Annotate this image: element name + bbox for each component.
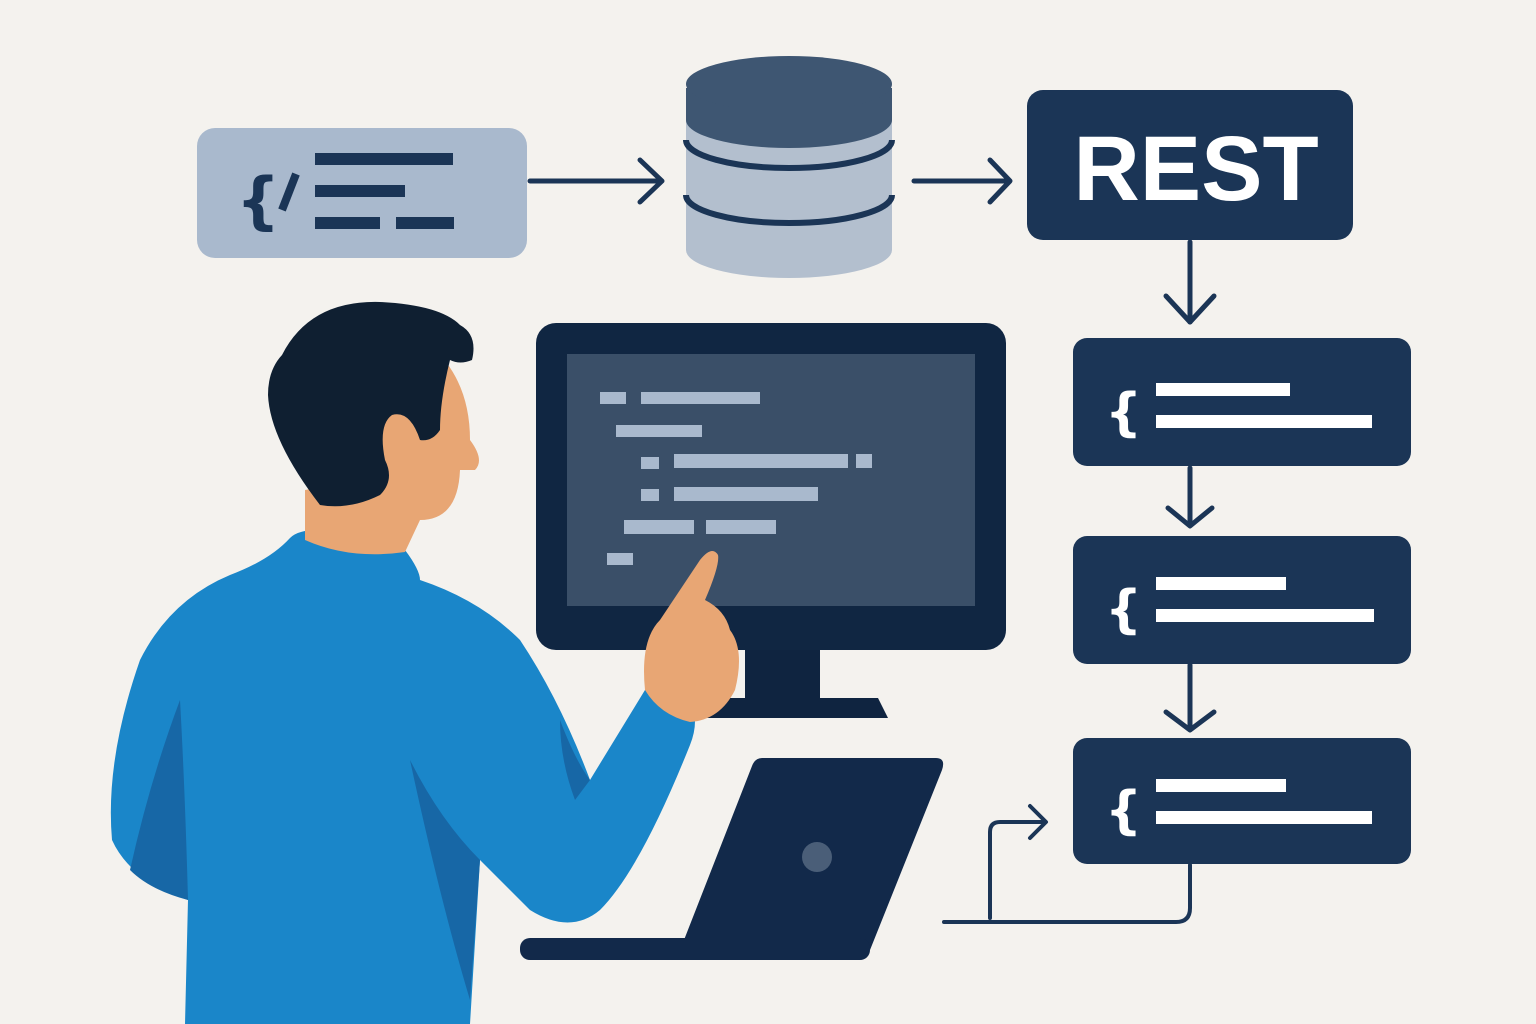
curly-brace-icon: { [236,164,280,237]
svg-text:{: { [1105,781,1142,841]
monitor [536,323,1006,718]
laptop [520,758,944,960]
pointing-hand [644,551,739,722]
arrow-rest-to-json1 [1163,239,1217,325]
svg-text:{: { [1105,383,1142,443]
rest-label: REST [1073,118,1318,220]
laptop-logo-icon [802,842,832,872]
database-icon [683,56,895,278]
arrow-code-to-db [527,157,665,205]
loop-arrow [942,804,1192,924]
ear [392,419,415,460]
arrow-db-to-rest [911,157,1013,205]
person [110,301,739,1024]
json-response-card-1: { [1073,338,1411,466]
monitor-screen [567,354,975,606]
rest-api-box: REST [1027,90,1353,240]
code-file-card: { [197,128,527,258]
json-response-card-3: { [1073,738,1411,864]
code-lines [600,392,872,565]
json-response-card-2: { [1073,536,1411,664]
svg-text:{: { [1105,580,1142,640]
arrow-json2-to-json3 [1163,662,1217,733]
arrow-json1-to-json2 [1165,465,1215,529]
slash-icon [278,172,300,212]
